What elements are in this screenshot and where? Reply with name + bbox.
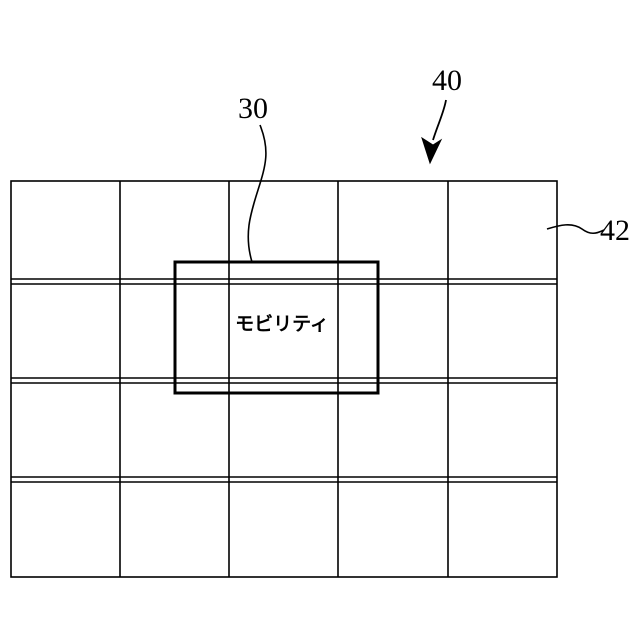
ref-numeral-30: 30 bbox=[238, 92, 268, 125]
leader-line-30 bbox=[248, 125, 266, 262]
leader-line-42 bbox=[547, 225, 604, 233]
grid-column-lines bbox=[120, 181, 448, 577]
mobility-label: モビリティ bbox=[235, 313, 329, 335]
arrow-head-40-icon bbox=[422, 138, 441, 163]
grid-row-lines bbox=[11, 279, 557, 482]
arrow-shaft-40 bbox=[433, 100, 446, 140]
ref-numeral-42: 42 bbox=[600, 214, 630, 247]
ref-numeral-40: 40 bbox=[432, 64, 462, 97]
grid-outer-border bbox=[11, 181, 557, 577]
